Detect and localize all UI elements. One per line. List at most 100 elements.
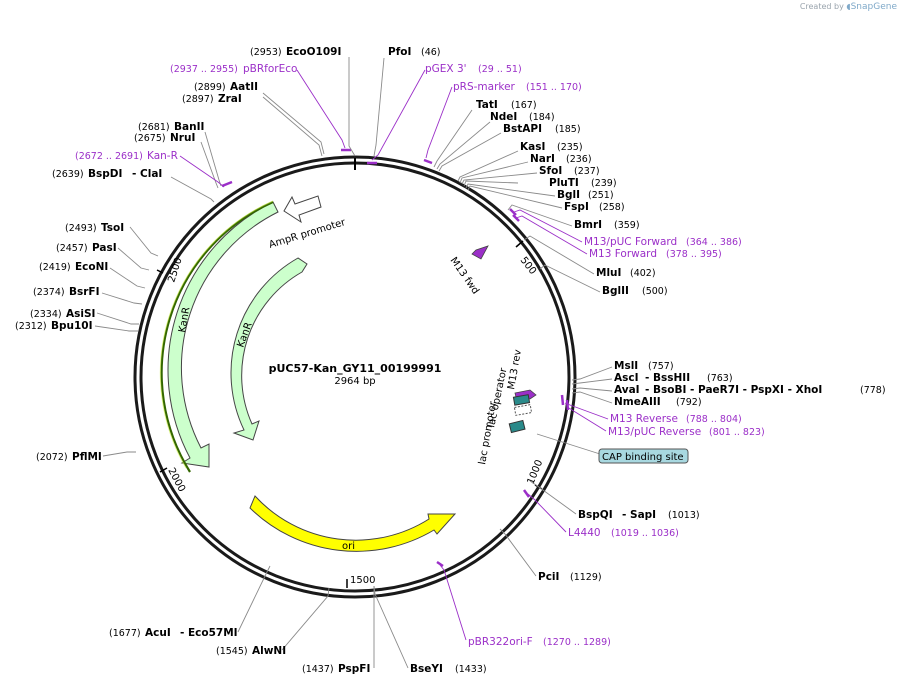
primer-m13-forward[interactable]: M13 Forward (378 .. 395) [589,248,722,260]
enzyme-name-avai: AvaI [614,384,640,396]
enzyme-name-ecoo109i: EcoO109I [286,46,341,58]
feature-ampr-promoter[interactable]: AmpR promoter [268,195,348,251]
enzyme-pflmi[interactable]: (2072) PflMI [36,451,102,463]
enzyme-pos-nari: (236) [566,154,592,165]
enzyme-pasi[interactable]: (2457) PasI [56,242,117,254]
enzyme-kasi[interactable]: KasI (235) [520,141,583,153]
enzyme-name-pcii: PciI [538,571,559,583]
enzyme-pos-bstapi: (185) [555,124,581,135]
enzyme-name-nrui: NruI [170,132,195,144]
enzyme-pos-ecoo109i: (2953) [250,47,282,58]
enzyme-pos-pfoi: (46) [421,47,441,58]
enzyme-msli[interactable]: MslI (757) [614,360,674,372]
enzyme-aatii[interactable]: (2899) AatII [194,81,258,93]
enzyme-bseyi[interactable]: BseYI (1433) [410,663,487,675]
primer-kan-r[interactable]: (2672 .. 2691) Kan-R [75,150,178,162]
enzyme-bsrfi[interactable]: (2374) BsrFI [33,286,100,298]
plasmid-name: pUC57-Kan_GY11_00199991 [269,362,442,375]
enzyme-alwni[interactable]: (1545) AlwNI [216,645,286,657]
enzyme-pos-kasi: (235) [557,142,583,153]
enzyme-alt-bsshii: - BssHII [645,372,690,384]
enzyme-bgli[interactable]: BglI (251) [557,189,614,201]
enzyme-sfoi[interactable]: SfoI (237) [539,165,600,177]
enzyme-ecoo109i[interactable]: (2953) EcoO109I [250,46,341,58]
primer-range-kan-r: (2672 .. 2691) [75,151,143,162]
primer-m13-reverse[interactable]: M13 Reverse (788 .. 804) [610,413,742,425]
enzyme-asci[interactable]: AscI - BssHII (763) [614,372,733,384]
primer-m13-puc-reverse[interactable]: M13/pUC Reverse (801 .. 823) [608,426,765,438]
enzyme-nari[interactable]: NarI (236) [530,153,592,165]
enzyme-pfoi[interactable]: PfoI (46) [388,46,441,58]
enzyme-asisi[interactable]: (2334) AsiSI [30,308,95,320]
primer-range-l4440: (1019 .. 1036) [611,528,679,539]
enzyme-pos-bspdi: (2639) [52,169,84,180]
enzyme-name-aatii: AatII [230,81,258,93]
enzyme-nrui[interactable]: (2675) NruI [134,132,195,144]
enzyme-pos-bpu10i: (2312) [15,321,47,332]
feature-lac-promoter[interactable]: lac promoter [477,394,531,466]
enzyme-pos-asisi: (2334) [30,309,62,320]
enzyme-avai[interactable]: AvaI - BsoBI - PaeR7I - PspXI - XhoI (77… [614,384,886,396]
enzyme-pos-tsoi: (2493) [65,223,97,234]
enzyme-name-sfoi: SfoI [539,165,562,177]
enzyme-pos-bspqi: (1013) [668,510,700,521]
enzyme-bpu10i[interactable]: (2312) Bpu10I [15,320,93,332]
enzyme-pos-pcii: (1129) [570,572,602,583]
enzyme-banii[interactable]: (2681) BanII [138,121,204,133]
feature-kanr-outer[interactable]: KanR [159,200,279,473]
primer-range-pgex3: (29 .. 51) [478,64,522,75]
primer-leaders [179,69,609,641]
enzyme-tati[interactable]: TatI (167) [476,99,537,111]
enzyme-nmeaiii[interactable]: NmeAIII (792) [614,396,702,408]
enzyme-pcii[interactable]: PciI (1129) [538,571,602,583]
enzyme-pos-nrui: (2675) [134,133,166,144]
enzyme-mlui[interactable]: MluI (402) [596,267,656,279]
primer-pbr322ori-f[interactable]: pBR322ori-F (1270 .. 1289) [468,636,611,648]
primer-pgex3[interactable]: pGEX 3' (29 .. 51) [425,63,522,75]
enzyme-bspqi[interactable]: BspQI - SapI (1013) [578,509,700,521]
enzyme-bstapi[interactable]: BstAPI (185) [503,123,581,135]
enzyme-name-fspi: FspI [564,201,589,213]
enzyme-tsoi[interactable]: (2493) TsoI [65,222,124,234]
enzyme-pluti[interactable]: PluTI (239) [549,177,617,189]
enzyme-pos-econi: (2419) [39,262,71,273]
watermark-brand: SnapGene [850,2,897,12]
enzyme-name-econi: EcoNI [75,261,108,273]
feature-cap-binding-site[interactable]: CAP binding site [536,433,689,464]
primer-name-m13-forward: M13 Forward [589,248,657,260]
primer-marks [221,148,570,568]
enzyme-name-nari: NarI [530,153,555,165]
enzyme-pos-fspi: (258) [599,202,625,213]
enzyme-bmri[interactable]: BmrI (359) [574,219,640,231]
tick-label-1500: 1500 [350,575,375,586]
primer-pbrforeco[interactable]: (2937 .. 2955) pBRforEco [170,63,297,75]
feature-m13-rev[interactable]: M13 rev [506,349,537,400]
enzyme-ndei[interactable]: NdeI (184) [490,111,555,123]
enzyme-name-banii: BanII [174,121,204,133]
enzyme-leaders [94,57,613,669]
enzyme-bspdi[interactable]: (2639) BspDI - ClaI [52,168,162,180]
primer-m13-puc-forward[interactable]: M13/pUC Forward (364 .. 386) [584,236,742,248]
enzyme-pspfi[interactable]: (1437) PspFI [302,663,370,675]
enzyme-bglii[interactable]: BglII (500) [602,285,668,297]
primer-name-m13-reverse: M13 Reverse [610,413,678,425]
enzyme-pos-zrai: (2897) [182,94,214,105]
feature-m13-fwd[interactable]: M13 fwd [448,245,489,296]
primer-prs-marker[interactable]: pRS-marker (151 .. 170) [453,81,582,93]
feature-label-kanr-inner: KanR [235,321,254,349]
feature-kanr-inner[interactable]: KanR [230,257,308,441]
primer-l4440[interactable]: L4440 (1019 .. 1036) [568,527,679,539]
tick-1500: 1500 [346,575,375,588]
enzyme-pos-sfoi: (237) [574,166,600,177]
enzyme-zrai[interactable]: (2897) ZraI [182,93,242,105]
primer-range-m13-forward: (378 .. 395) [666,249,722,260]
enzyme-pos-nmeaiii: (792) [676,397,702,408]
enzyme-name-pasi: PasI [92,242,117,254]
enzyme-econi[interactable]: (2419) EcoNI [39,261,108,273]
feature-ori[interactable]: ori [249,495,457,552]
enzyme-acui[interactable]: (1677) AcuI - Eco57MI [109,627,238,639]
enzyme-name-bglii: BglII [602,285,629,297]
enzyme-name-bpu10i: Bpu10I [51,320,93,332]
primer-name-pbr322ori-f: pBR322ori-F [468,636,533,648]
enzyme-fspi[interactable]: FspI (258) [564,201,625,213]
